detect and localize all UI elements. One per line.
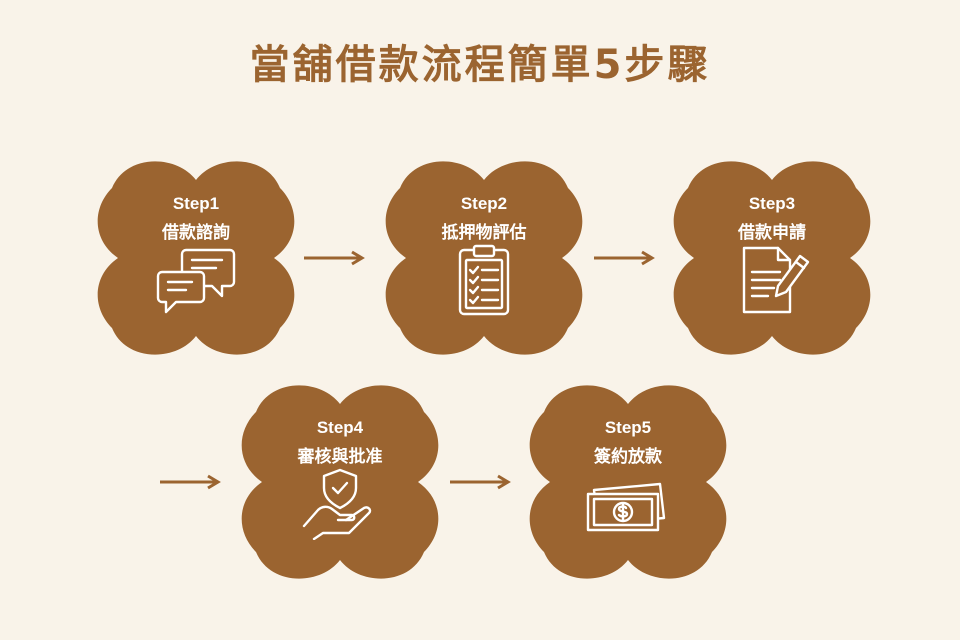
step-number: Step3 (748, 194, 796, 213)
chat-bubbles-icon (156, 248, 236, 314)
arrow-right-icon (594, 250, 655, 266)
step-number: Step1 (172, 194, 220, 213)
step-title: 審核與批准 (297, 447, 383, 467)
step-title: 抵押物評估 (441, 223, 527, 243)
document-pen-icon (742, 246, 810, 314)
arrow-right-icon (304, 250, 365, 266)
step-3: Step3 借款申請 (672, 158, 872, 358)
banknote-icon (586, 482, 666, 532)
step-title: 借款諮詢 (162, 223, 230, 243)
step-4: Step4 審核與批准 (240, 382, 440, 582)
hand-shield-icon (302, 468, 372, 540)
arrow-right-icon (160, 474, 221, 490)
step-2: Step2 抵押物評估 (384, 158, 584, 358)
arrow-right-icon (450, 474, 511, 490)
clipboard-checklist-icon (458, 244, 510, 316)
step-number: Step5 (604, 418, 652, 437)
page-title: 當舖借款流程簡單5步驟 (249, 42, 711, 88)
step-1: Step1 借款諮詢 (96, 158, 296, 358)
step-5: Step5 簽約放款 (528, 382, 728, 582)
step-number: Step2 (460, 194, 508, 213)
step-title: 借款申請 (738, 223, 806, 243)
step-title: 簽約放款 (594, 447, 662, 467)
step-number: Step4 (316, 418, 364, 437)
